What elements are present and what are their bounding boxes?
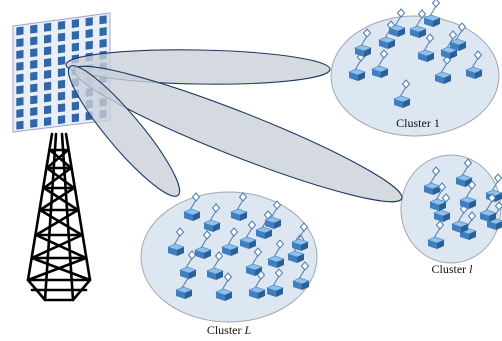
antenna-element	[44, 105, 52, 115]
antenna-element	[44, 34, 52, 44]
user-device-icon	[291, 222, 309, 251]
antenna-element	[71, 42, 80, 52]
user-device-icon	[348, 52, 366, 81]
user-device-icon	[175, 270, 193, 299]
antenna-element	[44, 46, 52, 56]
antenna-element	[16, 26, 24, 36]
antenna-element	[99, 15, 107, 25]
antenna-element	[57, 103, 66, 113]
user-device-icon	[354, 28, 372, 57]
user-device-icon	[292, 261, 310, 290]
antenna-element	[16, 73, 24, 83]
base-station-tower	[26, 132, 92, 302]
antenna-element	[57, 79, 66, 89]
antenna-element	[16, 97, 24, 107]
antenna-element	[71, 30, 80, 40]
user-device-icon	[388, 8, 406, 37]
user-device-icon	[230, 192, 248, 221]
antenna-element	[99, 27, 107, 37]
antenna-element	[16, 108, 24, 118]
user-device-icon	[423, 0, 441, 27]
user-device-icon	[449, 22, 467, 51]
antenna-element	[57, 32, 66, 42]
user-device-icon	[194, 230, 212, 259]
antenna-element	[44, 93, 52, 103]
antenna-element	[16, 50, 24, 59]
antenna-element	[30, 107, 38, 116]
antenna-element	[71, 113, 80, 123]
user-device-icon	[248, 270, 266, 299]
antenna-element	[16, 38, 24, 48]
antenna-element	[44, 22, 52, 32]
antenna-element	[44, 69, 52, 79]
user-device-icon	[267, 239, 285, 268]
antenna-element	[57, 115, 66, 125]
user-device-icon	[203, 203, 221, 232]
antenna-element	[85, 17, 93, 27]
antenna-element	[30, 71, 38, 81]
beams	[65, 49, 403, 203]
antenna-element	[44, 117, 52, 126]
user-device-icon	[409, 9, 427, 38]
cluster-L-devices	[167, 192, 310, 301]
user-device-icon	[371, 49, 389, 78]
antenna-element	[30, 118, 38, 128]
antenna-element	[16, 61, 24, 71]
user-device-icon	[179, 250, 197, 279]
cluster-l-label: Cluster l	[431, 262, 473, 276]
antenna-element	[30, 48, 38, 58]
antenna-element	[30, 83, 38, 93]
cluster-1-devices	[348, 0, 483, 108]
user-device-icon	[423, 166, 441, 195]
antenna-element	[57, 91, 66, 101]
user-device-icon	[206, 251, 224, 280]
antenna-element	[30, 59, 38, 69]
user-device-icon	[427, 220, 445, 249]
cluster-1-label: Cluster 1	[396, 116, 440, 130]
antenna-element	[57, 44, 66, 54]
user-device-icon	[417, 33, 435, 62]
antenna-element	[85, 29, 93, 38]
user-device-icon	[465, 50, 483, 79]
user-device-icon	[264, 200, 282, 229]
user-device-icon	[287, 234, 305, 263]
antenna-element	[57, 20, 66, 30]
antenna-element	[16, 120, 24, 130]
cluster-l-devices	[423, 158, 502, 249]
user-device-icon	[479, 193, 497, 222]
antenna-element	[30, 95, 38, 105]
antenna-element	[71, 19, 80, 28]
beam-to-cluster-L	[67, 65, 181, 197]
cluster-l-region	[400, 154, 502, 264]
antenna-element	[99, 38, 107, 48]
antenna-element	[44, 58, 52, 68]
user-device-icon	[215, 272, 233, 301]
user-device-icon	[266, 268, 284, 297]
user-device-icon	[459, 180, 477, 209]
antenna-element	[57, 68, 66, 77]
user-device-icon	[429, 182, 447, 211]
user-device-icon	[378, 20, 396, 49]
antenna-element	[57, 56, 66, 66]
user-device-icon	[486, 201, 502, 230]
antenna-element	[71, 101, 80, 111]
user-device-icon	[167, 227, 185, 256]
user-device-icon	[221, 227, 239, 256]
antenna-element	[16, 85, 24, 95]
user-device-icon	[239, 220, 257, 249]
antenna-element	[85, 40, 93, 50]
user-device-icon	[393, 79, 411, 108]
antenna-element	[30, 36, 38, 46]
antenna-element	[44, 81, 52, 91]
cluster-L-label: Cluster L	[207, 323, 252, 337]
antenna-element	[30, 24, 38, 34]
user-device-icon	[183, 192, 201, 221]
